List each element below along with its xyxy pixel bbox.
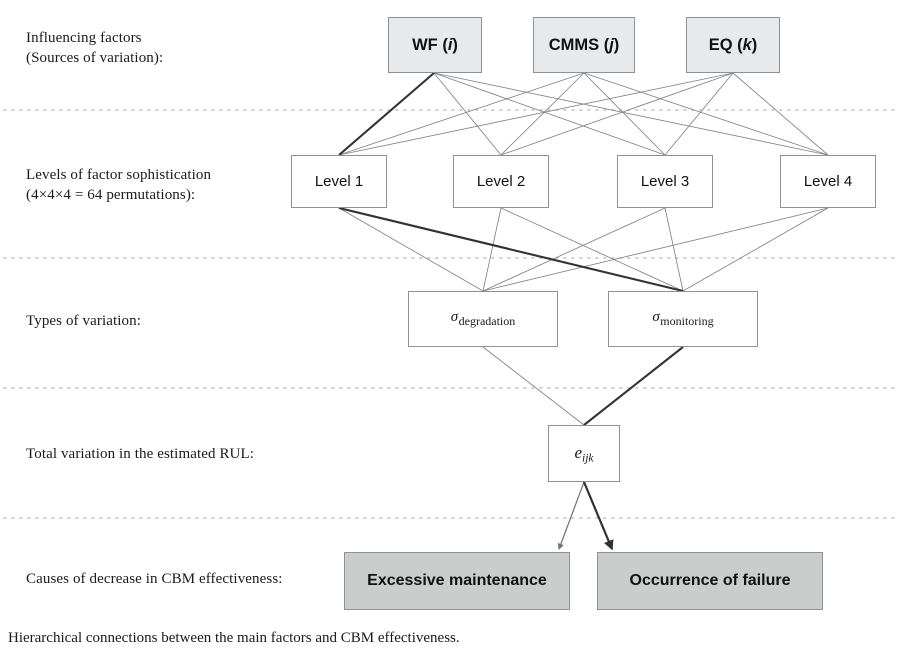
node-factor-cmms-label: CMMS (j)	[548, 35, 620, 54]
row-label-causes: Causes of decrease in CBM effectiveness:	[26, 571, 283, 587]
node-level-4[interactable]: Level 4	[780, 155, 876, 208]
section-dividers	[3, 109, 897, 519]
edge-level2-sigma-deg	[482, 207, 502, 292]
edge-wf-level3	[433, 72, 666, 156]
node-cause-excessive-maintenance[interactable]: Excessive maintenance	[344, 552, 570, 610]
node-sigma-monitoring-label: σmonitoring	[652, 309, 714, 328]
node-level-1[interactable]: Level 1	[291, 155, 387, 208]
edge-level3-sigma-mon	[664, 207, 684, 292]
edge-eq-level2	[500, 72, 734, 156]
node-factor-eq[interactable]: EQ (k)	[686, 17, 780, 73]
edge-cmms-level2	[500, 72, 585, 156]
row-label-influencing-factors: Influencing factors (Sources of variatio…	[26, 30, 164, 66]
row-label-types-of-variation: Types of variation:	[26, 313, 141, 329]
node-cause-occurrence-of-failure-label: Occurrence of failure	[629, 572, 791, 589]
node-level-3[interactable]: Level 3	[617, 155, 713, 208]
edge-level1-sigma-deg	[338, 207, 484, 292]
edge-eq-level3	[664, 72, 734, 156]
edge-cmms-level3	[583, 72, 666, 156]
arrow-error-to-excessive-maintenance	[557, 481, 585, 550]
edge-cmms-level1	[338, 72, 585, 156]
node-factor-wf[interactable]: WF (i)	[388, 17, 482, 73]
edge-level1-sigma-mon-highlight	[338, 206, 684, 293]
node-level-2-label: Level 2	[476, 173, 526, 190]
edge-level4-sigma-mon	[682, 207, 829, 292]
node-level-2[interactable]: Level 2	[453, 155, 549, 208]
edge-sigma-mon-error	[583, 346, 684, 426]
arrow-error-to-occurrence-of-failure	[582, 481, 614, 551]
edge-sigma-deg-error	[482, 346, 585, 426]
node-error-term-label: eijk	[574, 442, 594, 465]
node-level-1-label: Level 1	[314, 173, 364, 190]
edge-level4-sigma-deg	[482, 207, 829, 292]
row-label-levels: Levels of factor sophistication (4×4×4 =…	[26, 167, 212, 203]
edge-wf-level1-highlight	[338, 72, 435, 156]
node-factor-cmms[interactable]: CMMS (j)	[533, 17, 635, 73]
edges-levels-to-variation	[338, 207, 829, 292]
node-factor-wf-label: WF (i)	[412, 35, 458, 54]
node-factor-eq-label: EQ (k)	[708, 35, 758, 54]
edge-wf-level2	[433, 72, 502, 156]
node-error-term[interactable]: eijk	[548, 425, 620, 482]
edge-eq-level4	[732, 72, 829, 156]
node-level-3-label: Level 3	[640, 173, 690, 190]
node-cause-occurrence-of-failure[interactable]: Occurrence of failure	[597, 552, 823, 610]
node-level-4-label: Level 4	[803, 173, 853, 190]
edge-cmms-level4	[583, 72, 829, 156]
edge-eq-level1	[338, 72, 734, 156]
edge-level2-sigma-mon	[500, 207, 684, 292]
figure-caption: Hierarchical connections between the mai…	[8, 630, 460, 646]
node-sigma-monitoring[interactable]: σmonitoring	[608, 291, 758, 347]
edges-factors-to-levels	[338, 72, 829, 156]
node-sigma-degradation[interactable]: σdegradation	[408, 291, 558, 347]
node-cause-excessive-maintenance-label: Excessive maintenance	[367, 572, 547, 589]
row-label-total-variation: Total variation in the estimated RUL:	[26, 446, 255, 462]
edge-level3-sigma-deg	[482, 207, 666, 292]
node-sigma-degradation-label: σdegradation	[450, 309, 516, 328]
edge-wf-level4	[433, 72, 829, 156]
